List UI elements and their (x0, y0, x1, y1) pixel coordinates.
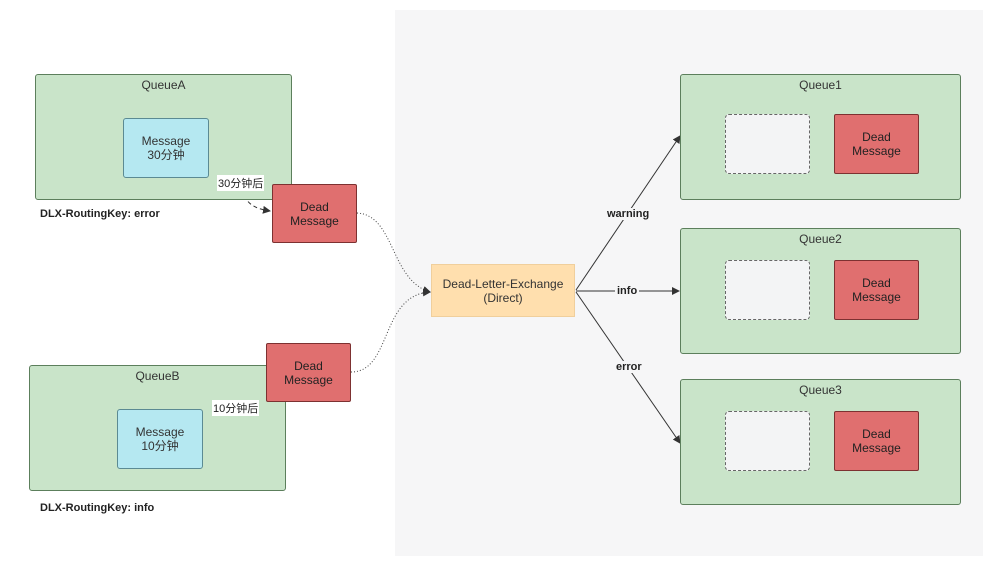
queue-a-routing-key: DLX-RoutingKey: error (40, 208, 160, 220)
dead-letter-exchange: Dead-Letter-Exchange (Direct) (431, 264, 575, 317)
dlx-arrow-a (356, 212, 431, 294)
route-label-warning: warning (605, 208, 652, 220)
queue-1-empty-slot (725, 114, 810, 174)
dlx-arrow-b (350, 288, 431, 373)
queue-1-title: Queue1 (799, 78, 842, 92)
queue-2-empty-slot (725, 260, 810, 320)
queue-2-dead-message: Dead Message (834, 260, 919, 320)
queue-3-empty-slot (725, 411, 810, 471)
queue-b-title: QueueB (135, 369, 180, 383)
queue-a-title: QueueA (141, 78, 186, 92)
queue-b-routing-key: DLX-RoutingKey: info (40, 502, 155, 514)
queue-2-title: Queue2 (799, 232, 842, 246)
queue-b: QueueB (29, 365, 286, 491)
queue-1-dead-message: Dead Message (834, 114, 919, 174)
queue-3-title: Queue3 (799, 383, 842, 397)
dead-message-b: Dead Message (266, 343, 351, 402)
queue-b-message: Message 10分钟 (117, 409, 203, 469)
queue-a-delay-label: 30分钟后 (217, 175, 265, 191)
dead-message-a: Dead Message (272, 184, 357, 243)
route-label-info: info (615, 285, 640, 297)
route-label-error: error (614, 361, 644, 373)
queue-3-dead-message: Dead Message (834, 411, 919, 471)
queue-b-delay-label: 10分钟后 (212, 400, 260, 416)
queue-a-message: Message 30分钟 (123, 118, 209, 178)
